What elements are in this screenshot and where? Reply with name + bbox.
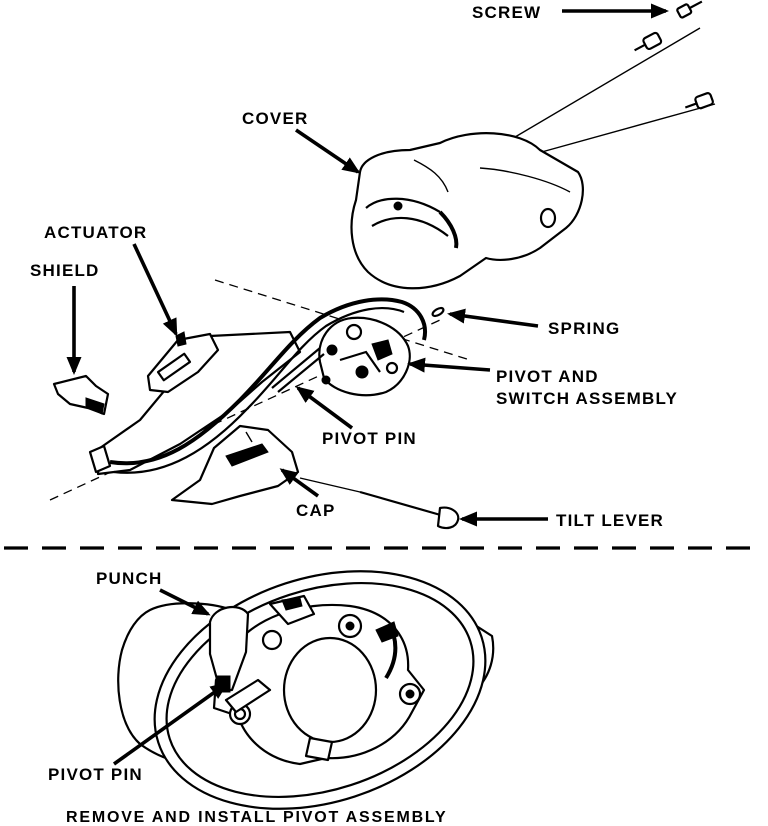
tilt-lever-part (299, 477, 460, 530)
label-punch: PUNCH (96, 569, 162, 588)
label-switch-assembly: SWITCH ASSEMBLY (496, 389, 678, 408)
pivot-switch-assembly-part (318, 316, 411, 397)
label-cap: CAP (296, 501, 336, 520)
label-screw: SCREW (472, 3, 541, 22)
cap-part (170, 424, 300, 506)
label-tilt-lever: TILT LEVER (556, 511, 664, 530)
label-arrows-bottom (112, 588, 229, 766)
spring-part (431, 306, 445, 318)
pivot-assembly-detail (117, 570, 495, 810)
wire-harness (109, 297, 427, 474)
pivot-pin-part (271, 347, 325, 393)
actuator-part (146, 331, 220, 394)
screw-part (634, 0, 714, 110)
label-pivot-pin-bottom: PIVOT PIN (48, 765, 143, 784)
label-pivot-pin-top: PIVOT PIN (322, 429, 417, 448)
label-arrows-top (66, 3, 669, 527)
cover-part (350, 132, 584, 290)
label-actuator: ACTUATOR (44, 223, 147, 242)
label-spring: SPRING (548, 319, 620, 338)
label-shield: SHIELD (30, 261, 100, 280)
shield-part (52, 374, 110, 416)
label-pivot-and: PIVOT AND (496, 367, 599, 386)
label-cover: COVER (242, 109, 308, 128)
figure-caption: REMOVE AND INSTALL PIVOT ASSEMBLY (66, 809, 448, 826)
